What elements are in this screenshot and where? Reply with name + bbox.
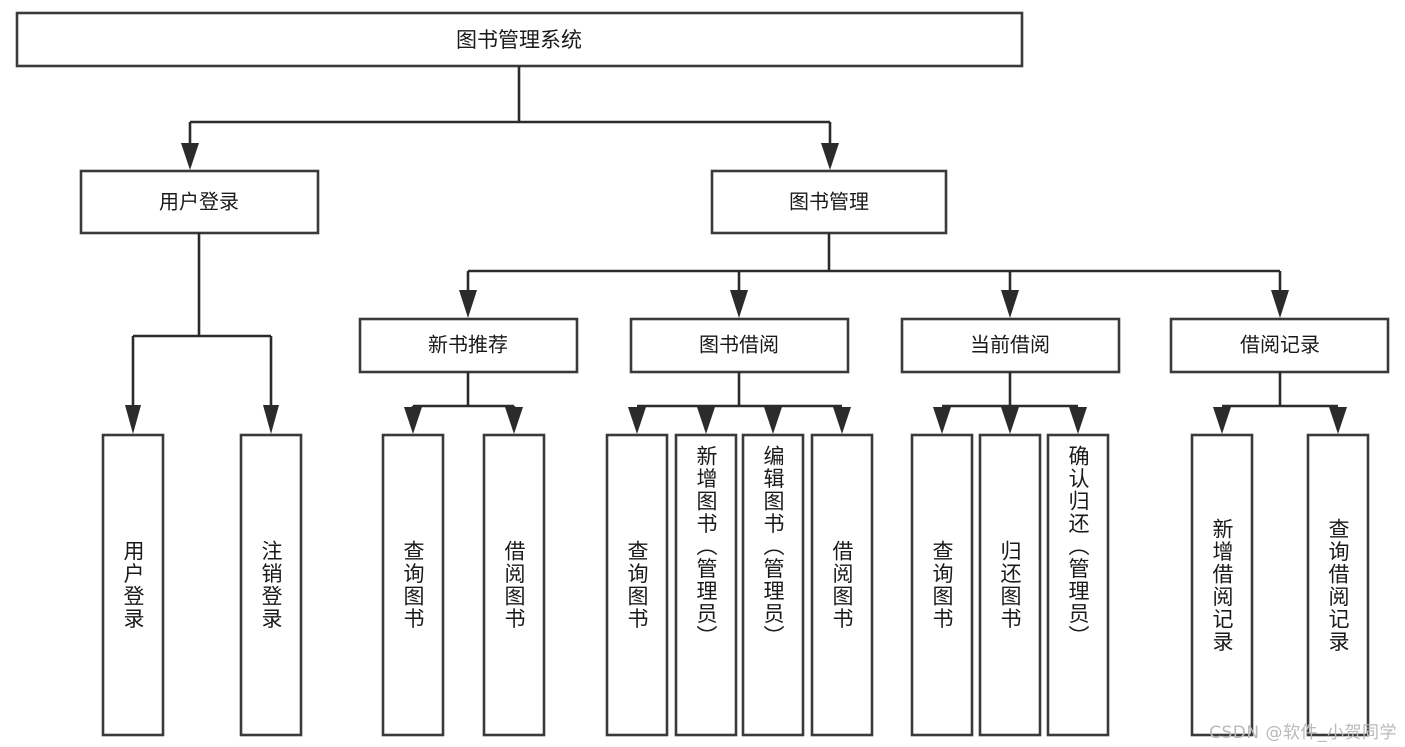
node-user-login[interactable]: 用户登录 — [79, 169, 320, 235]
user-login-box[interactable] — [79, 169, 320, 235]
root-label: 图书管理系统 — [456, 28, 582, 52]
leaf-box-query-book-1[interactable] — [381, 433, 445, 737]
leaf-box-query-book-3[interactable] — [910, 433, 974, 737]
node-book-management[interactable]: 图书管理 — [710, 169, 948, 235]
borrow-record-label: 借阅记录 — [1240, 333, 1320, 357]
node-root[interactable]: 图书管理系统 — [15, 11, 1024, 68]
current-borrow-box[interactable] — [900, 317, 1121, 374]
leaf-box-logout[interactable] — [239, 433, 303, 737]
book-management-label: 图书管理 — [789, 190, 869, 214]
leaf-box-confirm-return[interactable] — [1046, 433, 1110, 737]
leaf-box-edit-book[interactable] — [741, 433, 805, 737]
current-borrow-label: 当前借阅 — [970, 333, 1050, 357]
arrow-head-icon — [1001, 290, 1019, 318]
arrow-head-icon — [933, 407, 951, 434]
arrow-head-icon — [459, 290, 477, 318]
arrow-head-icon — [628, 407, 646, 434]
connector-root-to-level1 — [181, 66, 839, 170]
connector-new-book-recommend-to-leaves — [404, 372, 523, 434]
arrow-head-icon — [730, 290, 748, 318]
book-borrow-label: 图书借阅 — [699, 333, 779, 357]
root-box[interactable] — [15, 11, 1024, 68]
leaf-box-query-record[interactable] — [1306, 433, 1370, 737]
leaf-box-borrow-book-1[interactable] — [482, 433, 546, 737]
new-book-recommend-label: 新书推荐 — [428, 333, 508, 357]
arrow-head-icon — [1271, 290, 1289, 318]
connector-book-borrow-to-leaves — [628, 372, 851, 434]
arrow-head-icon — [1213, 407, 1231, 434]
node-borrow-record[interactable]: 借阅记录 — [1169, 317, 1390, 374]
arrow-head-icon — [181, 143, 199, 170]
node-book-borrow[interactable]: 图书借阅 — [629, 317, 850, 374]
arrow-head-icon — [821, 143, 839, 170]
leaf-box-borrow-book-2[interactable] — [810, 433, 874, 737]
arrow-head-icon — [764, 407, 782, 434]
arrow-head-icon — [1329, 407, 1347, 434]
leaf-box-user-login[interactable] — [101, 433, 165, 737]
arrow-head-icon — [833, 407, 851, 434]
leaf-box-add-record[interactable] — [1190, 433, 1254, 737]
arrow-head-icon — [1069, 407, 1087, 434]
connector-book-management-to-level2 — [459, 233, 1289, 318]
arrow-head-icon — [263, 405, 279, 434]
connector-current-borrow-to-leaves — [933, 372, 1087, 434]
leaf-box-return-book[interactable] — [978, 433, 1042, 737]
connector-borrow-record-to-leaves — [1213, 372, 1347, 434]
user-login-label: 用户登录 — [159, 190, 239, 214]
arrow-head-icon — [404, 407, 422, 434]
new-book-recommend-box[interactable] — [358, 317, 579, 374]
node-new-book-recommend[interactable]: 新书推荐 — [358, 317, 579, 374]
leaf-box-query-book-2[interactable] — [605, 433, 669, 737]
watermark-text: CSDN @软件_小贺同学 — [1209, 723, 1397, 743]
arrow-head-icon — [125, 405, 141, 434]
node-current-borrow[interactable]: 当前借阅 — [900, 317, 1121, 374]
leaf-box-add-book[interactable] — [674, 433, 738, 737]
arrow-head-icon — [1001, 407, 1019, 434]
connector-user-login-to-leaves — [125, 233, 279, 434]
arrow-head-icon — [697, 407, 715, 434]
arrow-head-icon — [505, 407, 523, 434]
